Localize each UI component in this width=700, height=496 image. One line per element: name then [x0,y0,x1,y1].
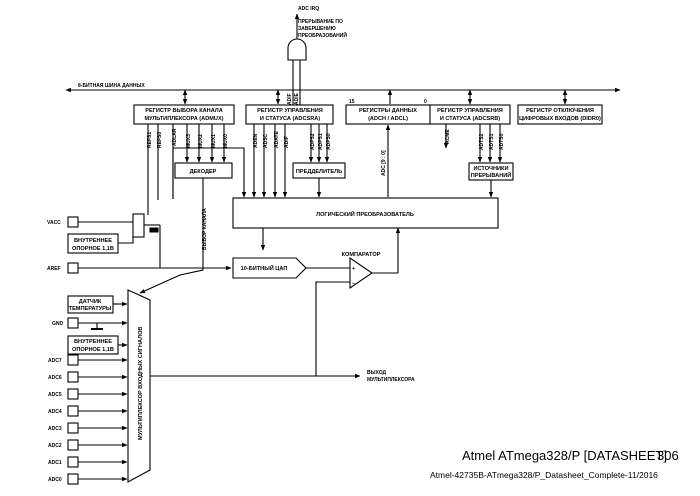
svg-text:ADPS2: ADPS2 [310,133,316,150]
svg-text:MUX0: MUX0 [223,134,229,148]
svg-text:ВЫХОД: ВЫХОД [367,370,387,376]
svg-text:ADIF: ADIF [287,93,293,105]
page-footer: Atmel ATmega328/P [DATASHEET] 306 Atmel-… [430,448,679,480]
admux-register [133,104,235,125]
svg-text:ACME: ACME [445,129,451,144]
svg-text:ADIE: ADIE [294,92,300,105]
comparator-block [349,256,373,290]
svg-text:ПРЕДДЕЛИТЕЛЬ: ПРЕДДЕЛИТЕЛЬ [296,169,342,175]
svg-text:ADC4: ADC4 [48,409,62,415]
svg-text:ПРЕОБРАЗОВАНИЙ: ПРЕОБРАЗОВАНИЙ [298,31,347,39]
svg-text:0: 0 [424,99,427,105]
and-gate [287,38,307,61]
svg-text:РЕГИСТР ОТКЛЮЧЕНИЯ: РЕГИСТР ОТКЛЮЧЕНИЯ [526,108,594,114]
svg-text:(ADCH / ADCL): (ADCH / ADCL) [368,116,408,122]
svg-text:ВНУТРЕННЕЕ: ВНУТРЕННЕЕ [74,238,112,244]
svg-text:VACC: VACC [47,220,61,226]
adcsrb-register [429,104,511,125]
svg-text:AREF: AREF [47,266,61,272]
data-bus-label: 8-БИТНАЯ ШИНА ДАННЫХ [78,83,145,89]
svg-text:ADC1: ADC1 [48,460,62,466]
svg-text:ИСТОЧНИКИ: ИСТОЧНИКИ [474,166,509,172]
svg-text:MUX2: MUX2 [198,134,204,148]
svg-text:ЛОГИЧЕСКИЙ ПРЕОБРАЗОВАТЕЛЬ: ЛОГИЧЕСКИЙ ПРЕОБРАЗОВАТЕЛЬ [316,210,414,218]
svg-text:ЗАВЕРШЕНИЮ: ЗАВЕРШЕНИЮ [298,26,336,32]
svg-text:ПРЕРЫВАНИЙ: ПРЕРЫВАНИЙ [471,171,512,179]
svg-text:ADC [9 : 0]: ADC [9 : 0] [381,150,387,176]
svg-text:ДАТЧИК: ДАТЧИК [79,299,102,305]
svg-text:МУЛЬТИПЛЕКСОРА: МУЛЬТИПЛЕКСОРА [367,377,415,383]
dac-block [232,257,307,279]
page-number: 306 [657,448,679,463]
svg-text:REFS0: REFS0 [157,132,163,148]
input-mux-block [127,289,151,483]
svg-text:РЕГИСТР УПРАВЛЕНИЯ: РЕГИСТР УПРАВЛЕНИЯ [437,108,503,114]
svg-text:ADSC: ADSC [263,133,269,148]
svg-text:ADTS0: ADTS0 [499,133,505,150]
svg-text:МУЛЬТИПЛЕКСОРА (ADMUX): МУЛЬТИПЛЕКСОРА (ADMUX) [144,116,223,122]
adc-pin-lines [67,354,128,485]
svg-text:15: 15 [349,99,355,105]
svg-text:ОПОРНОЕ 1,1В: ОПОРНОЕ 1,1В [72,347,114,353]
svg-text:+: + [352,266,356,272]
svg-text:МУЛЬТИПЛЕКСОР ВХОДНЫХ СИГНАЛОВ: МУЛЬТИПЛЕКСОР ВХОДНЫХ СИГНАЛОВ [138,327,144,440]
svg-text:ТЕМПЕРАТУРЫ: ТЕМПЕРАТУРЫ [69,306,112,312]
svg-text:ADIF: ADIF [284,136,290,148]
diagram-labels: ADC IRQ ПРЕРЫВАНИЕ ПО ЗАВЕРШЕНИЮ ПРЕОБРА… [47,6,601,483]
svg-text:ADPS1: ADPS1 [318,133,324,150]
svg-text:РЕГИСТРЫ ДАННЫХ: РЕГИСТРЫ ДАННЫХ [359,108,417,114]
didr0-register [517,104,603,125]
svg-text:10-БИТНЫЙ ЦАП: 10-БИТНЫЙ ЦАП [241,264,288,272]
svg-text:И СТАТУСА (ADCSRA): И СТАТУСА (ADCSRA) [260,116,320,122]
footer-title: Atmel ATmega328/P [DATASHEET] [462,448,667,463]
svg-text:ADC5: ADC5 [48,392,62,398]
svg-text:ДЕКОДЕР: ДЕКОДЕР [190,169,217,175]
svg-text:ADC3: ADC3 [48,426,62,432]
logic-converter-block [232,197,499,229]
svg-text:ADEN: ADEN [253,133,259,148]
svg-text:−: − [352,281,356,287]
svg-text:REFS1: REFS1 [147,132,153,148]
adcsra-register [245,104,334,125]
svg-text:ADATE: ADATE [274,130,280,148]
svg-text:ПРЕРЫВАНИЕ ПО: ПРЕРЫВАНИЕ ПО [298,19,343,25]
svg-text:ВНУТРЕННЕЕ: ВНУТРЕННЕЕ [74,339,112,345]
svg-text:ВЫБОР КАНАЛА: ВЫБОР КАНАЛА [202,208,208,250]
svg-text:ОПОРНОЕ 1,1В: ОПОРНОЕ 1,1В [72,246,114,252]
svg-text:КОМПАРАТОР: КОМПАРАТОР [342,252,381,258]
svg-text:РЕГИСТР ВЫБОРА КАНАЛА: РЕГИСТР ВЫБОРА КАНАЛА [145,108,223,114]
svg-text:ADC7: ADC7 [48,358,62,364]
svg-text:ADTS1: ADTS1 [489,133,495,150]
svg-text:ADC0: ADC0 [48,477,62,483]
svg-text:ADTS2: ADTS2 [479,133,485,150]
footer-doc-id: Atmel-42735B-ATmega328/P_Datasheet_Compl… [430,470,658,480]
svg-text:ADC6: ADC6 [48,375,62,381]
svg-text:ADC2: ADC2 [48,443,62,449]
svg-text:РЕГИСТР УПРАВЛЕНИЯ: РЕГИСТР УПРАВЛЕНИЯ [257,108,323,114]
svg-text:MUX3: MUX3 [186,134,192,148]
adc-irq-label: ADC IRQ [298,6,319,12]
svg-text:И СТАТУСА (ADCSRB): И СТАТУСА (ADCSRB) [440,116,500,122]
svg-text:ЦИФРОВЫХ ВХОДОВ (DIDR0): ЦИФРОВЫХ ВХОДОВ (DIDR0) [519,116,601,122]
svg-text:ADPS0: ADPS0 [326,133,332,150]
svg-text:MUX1: MUX1 [211,134,217,148]
svg-text:ADLAR: ADLAR [172,128,178,146]
svg-text:GND: GND [52,321,64,327]
